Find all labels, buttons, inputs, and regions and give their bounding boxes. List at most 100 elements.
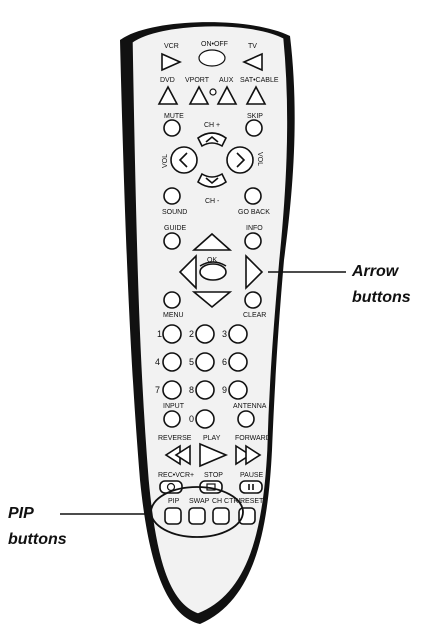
- arrow-callout-line2: buttons: [352, 289, 411, 306]
- channel-down-button[interactable]: [196, 172, 228, 188]
- digit-6-button[interactable]: [228, 352, 248, 372]
- clear-button[interactable]: [244, 291, 262, 309]
- digit-2-label: 2: [189, 329, 194, 339]
- remote-body-face: [131, 24, 289, 615]
- reverse-button[interactable]: [164, 444, 191, 466]
- stop-label: STOP: [204, 472, 223, 479]
- digit-9-button[interactable]: [228, 380, 248, 400]
- input-label: INPUT: [163, 403, 185, 410]
- vport-button[interactable]: [188, 85, 210, 105]
- digit-0-label: 0: [189, 414, 194, 424]
- vol-right-label: VOL: [256, 152, 263, 166]
- digit-6-label: 6: [222, 357, 227, 367]
- pip-callout-line1: PIP: [8, 505, 34, 522]
- vol-left-label: VOL: [162, 154, 169, 168]
- guide-label: GUIDE: [164, 225, 187, 232]
- go-back-label: GO BACK: [238, 209, 270, 216]
- swap-button[interactable]: [188, 507, 206, 525]
- reset-label: RESET: [240, 498, 264, 505]
- channel-up-button[interactable]: [196, 132, 228, 148]
- sat-cable-label: SAT•CABLE: [240, 77, 279, 84]
- vport-label: VPORT: [185, 77, 210, 84]
- ch-plus-label: CH +: [204, 122, 220, 129]
- sound-button[interactable]: [163, 187, 181, 205]
- digit-0-button[interactable]: [195, 409, 215, 429]
- digit-3-button[interactable]: [228, 324, 248, 344]
- chevron-down-icon: [205, 177, 219, 185]
- pip-button[interactable]: [164, 507, 182, 525]
- pause-icon: [248, 484, 254, 490]
- ok-label: OK: [207, 257, 217, 264]
- skip-label: SKIP: [247, 113, 263, 120]
- sat-cable-button[interactable]: [245, 85, 267, 105]
- digit-4-button[interactable]: [162, 352, 182, 372]
- reset-button[interactable]: [238, 507, 256, 525]
- digit-5-button[interactable]: [195, 352, 215, 372]
- on-off-button[interactable]: [198, 49, 226, 67]
- arrow-down-button[interactable]: [191, 291, 233, 309]
- antenna-button[interactable]: [237, 410, 255, 428]
- record-icon: [166, 482, 176, 492]
- menu-label: MENU: [163, 312, 184, 319]
- ch-ctrl-label: CH CTRL: [212, 498, 242, 505]
- aux-button[interactable]: [216, 85, 238, 105]
- antenna-label: ANTENNA: [233, 403, 267, 410]
- digit-7-label: 7: [155, 385, 160, 395]
- menu-button[interactable]: [163, 291, 181, 309]
- digit-3-label: 3: [222, 329, 227, 339]
- play-label: PLAY: [203, 435, 221, 442]
- pip-label: PIP: [168, 498, 180, 505]
- swap-label: SWAP: [189, 498, 210, 505]
- digit-8-label: 8: [189, 385, 194, 395]
- digit-4-label: 4: [155, 357, 160, 367]
- chevron-up-icon: [205, 135, 219, 143]
- ok-arc: [199, 261, 227, 267]
- volume-down-button[interactable]: [170, 146, 198, 174]
- chevron-right-icon: [236, 152, 246, 168]
- tv-button[interactable]: [242, 52, 263, 72]
- aux-label: AUX: [219, 77, 234, 84]
- chevron-left-icon: [178, 152, 188, 168]
- ch-ctrl-button[interactable]: [212, 507, 230, 525]
- arrow-up-button[interactable]: [191, 232, 233, 251]
- rec-label: REC•VCR+: [158, 472, 194, 479]
- tv-label: TV: [248, 43, 257, 50]
- reverse-label: REVERSE: [158, 435, 192, 442]
- vcr-label: VCR: [164, 43, 179, 50]
- forward-label: FORWARD: [235, 435, 271, 442]
- arrow-callout-line1: Arrow: [351, 263, 400, 280]
- skip-button[interactable]: [245, 119, 263, 137]
- clear-label: CLEAR: [243, 312, 266, 319]
- forward-button[interactable]: [235, 444, 262, 466]
- info-button[interactable]: [244, 232, 262, 250]
- mute-label: MUTE: [164, 113, 184, 120]
- pip-callout-line2: buttons: [8, 531, 67, 548]
- arrow-left-button[interactable]: [178, 254, 197, 290]
- digit-2-button[interactable]: [195, 324, 215, 344]
- sound-label: SOUND: [162, 209, 187, 216]
- mute-button[interactable]: [163, 119, 181, 137]
- info-label: INFO: [246, 225, 263, 232]
- guide-button[interactable]: [163, 232, 181, 250]
- digit-8-button[interactable]: [195, 380, 215, 400]
- play-button[interactable]: [199, 442, 229, 468]
- input-button[interactable]: [163, 410, 181, 428]
- volume-up-button[interactable]: [226, 146, 254, 174]
- vcr-button[interactable]: [161, 52, 182, 72]
- ch-minus-label: CH -: [205, 198, 220, 205]
- ok-button[interactable]: [199, 263, 227, 281]
- pip-buttons-highlight: [150, 486, 244, 538]
- mode-indicator-light: [209, 88, 217, 96]
- dvd-button[interactable]: [157, 85, 179, 105]
- digit-9-label: 9: [222, 385, 227, 395]
- digit-5-label: 5: [189, 357, 194, 367]
- digit-1-button[interactable]: [162, 324, 182, 344]
- arrow-right-button[interactable]: [245, 254, 264, 290]
- dvd-label: DVD: [160, 77, 175, 84]
- go-back-button[interactable]: [244, 187, 262, 205]
- digit-7-button[interactable]: [162, 380, 182, 400]
- digit-1-label: 1: [157, 329, 162, 339]
- on-off-label: ON•OFF: [201, 41, 228, 48]
- pause-button[interactable]: [239, 480, 263, 494]
